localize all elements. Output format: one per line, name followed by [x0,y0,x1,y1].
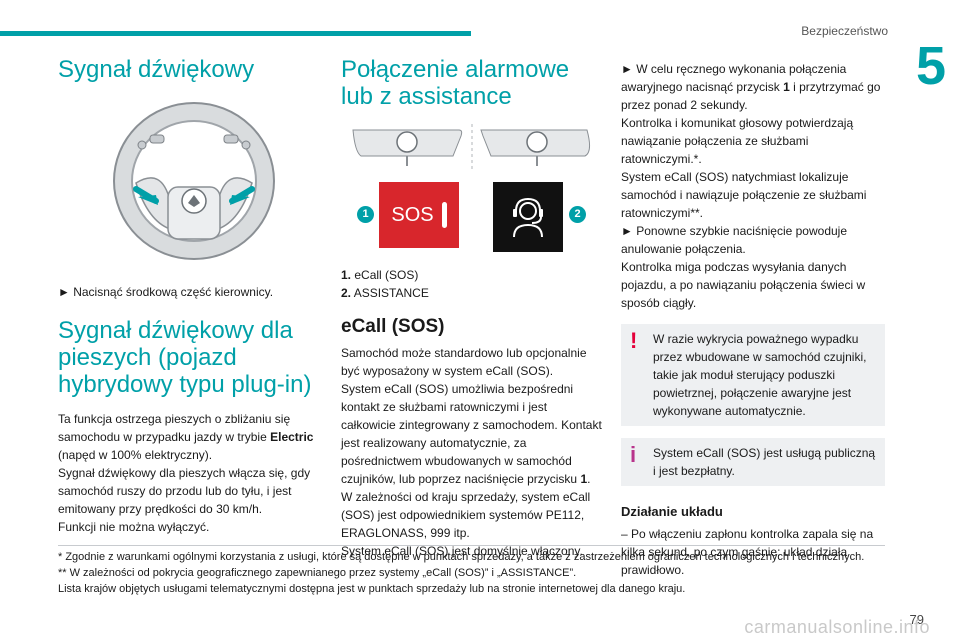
heading-pedestrian-horn: Sygnał dźwiękowy dla pieszych (pojazd hy… [58,317,312,398]
heading-ecall: eCall (SOS) [341,316,445,337]
headset-agent-icon [513,197,543,238]
page-number: 79 [909,612,924,627]
column-horn: Sygnał dźwiękowy ► Nacisnąć środkową czę… [58,56,326,536]
legend-item: 2. ASSISTANCE [341,286,429,300]
operation-para: – Po włączeniu zapłonu kontrolka zapala … [621,527,874,577]
info-notice: i System eCall (SOS) jest usługą publicz… [621,438,885,486]
steering-wheel-icon [113,102,275,260]
warning-text: W razie wykrycia poważnego wypadku przez… [653,332,867,418]
heading-emergency-call: Połączenie alarmowe lub z assistance [341,56,570,110]
footnote-2: ** W zależności od pokrycia geograficzne… [58,567,577,579]
usage-para3: System eCall (SOS) natychmiast lokalizuj… [621,170,867,220]
ceiling-console-icon [352,124,591,170]
usage-para5: Kontrolka miga podczas wysyłania danych … [621,260,866,310]
horn-instruction: ► Nacisnąć środkową część kierownicy. [58,285,274,299]
usage-para4: ► Ponowne szybkie naciśnięcie powoduje a… [621,224,848,256]
sos-label: SOS [391,203,434,226]
ecall-para2: System eCall (SOS) umożliwia bezpośredni… [341,382,602,486]
callout-1: 1 [357,206,374,223]
usage-para2: Kontrolka i komunikat głosowy potwierdza… [621,116,854,166]
pedestrian-para2: Sygnał dźwiękowy dla pieszych włącza się… [58,466,311,516]
info-text: System eCall (SOS) jest usługą publiczną… [653,446,876,478]
callout-2: 2 [569,206,586,223]
header-accent-bar [0,31,471,36]
footnotes: * Zgodnie z warunkami ogólnymi korzystan… [58,545,885,597]
legend-item: 1. eCall (SOS) [341,268,419,282]
footnote-3: Lista krajów objętych usługami telematyc… [58,583,686,595]
ecall-para4: System eCall (SOS) jest domyślnie włączo… [341,544,583,558]
assistance-button [493,182,563,252]
watermark: carmanualsonline.info [744,617,930,637]
ecall-figure: SOS 1 2 [341,122,603,256]
pedestrian-para3: Funkcji nie można wyłączyć. [58,520,210,534]
sos-led-indicator [441,202,447,228]
warning-exclamation-icon: ! [630,328,638,353]
footnote-1: * Zgodnie z warunkami ogólnymi korzystan… [58,551,865,563]
pedestrian-para1: Ta funkcja ostrzega pieszych o zbliżaniu… [58,412,314,462]
steering-wheel-figure [58,91,326,269]
usage-para1: ► W celu ręcznego wykonania połączenia a… [621,62,881,112]
figure-legend: 1. eCall (SOS) 2. ASSISTANCE [341,266,603,302]
column-ecall-usage: ► W celu ręcznego wykonania połączenia a… [621,60,885,579]
section-title: Bezpieczeństwo [801,24,888,38]
heading-horn: Sygnał dźwiękowy [58,56,255,83]
heading-system-operation: Działanie układu [621,504,723,519]
sos-button: SOS [379,182,459,248]
warning-notice: ! W razie wykrycia poważnego wypadku prz… [621,324,885,426]
ecall-para1: Samochód może standardowo lub opcjonalni… [341,346,587,378]
column-emergency-call: Połączenie alarmowe lub z assistance SOS… [341,56,603,560]
info-icon: i [630,442,637,467]
chapter-number: 5 [902,36,960,96]
ecall-para3: W zależności od kraju sprzedaży, system … [341,490,591,540]
